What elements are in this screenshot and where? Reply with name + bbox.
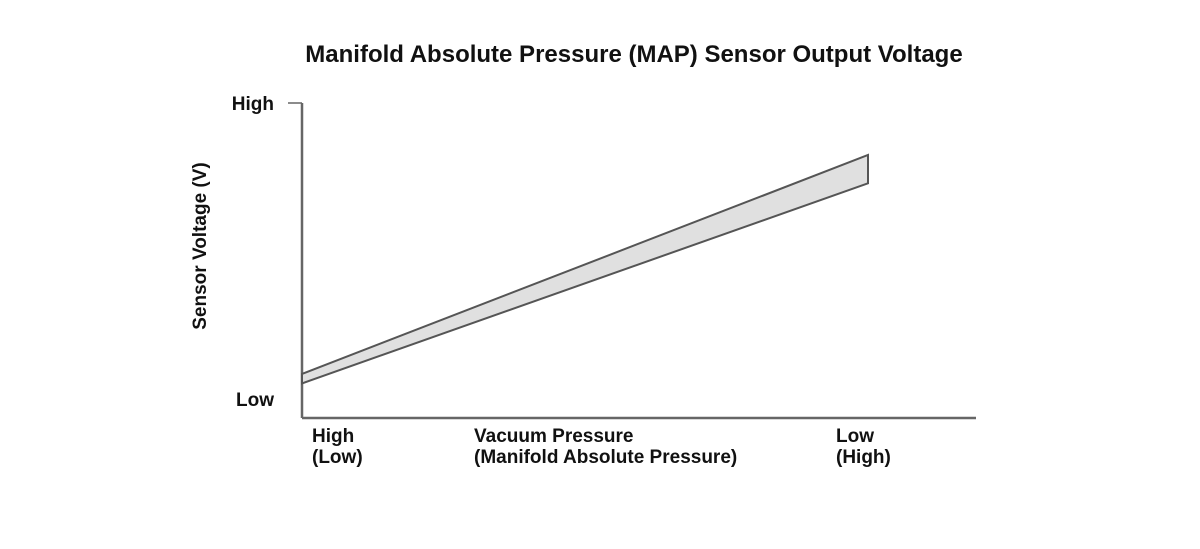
x-end-label-line1: Low	[836, 426, 874, 447]
x-start-label-line1: High	[312, 426, 354, 447]
x-start-label-line2: (Low)	[312, 447, 363, 468]
y-tick-label-low: Low	[236, 390, 274, 411]
y-tick-label-high: High	[232, 94, 274, 115]
x-axis-label-line2: (Manifold Absolute Pressure)	[474, 447, 737, 468]
x-end-label-line2: (High)	[836, 447, 891, 468]
y-axis: High Low Sensor Voltage (V)	[190, 94, 304, 418]
voltage-band-series-0	[301, 153, 869, 385]
x-axis: High (Low) Vacuum Pressure (Manifold Abs…	[302, 416, 976, 468]
x-axis-label-line1: Vacuum Pressure	[474, 426, 633, 447]
y-axis-label: Sensor Voltage (V)	[190, 162, 211, 330]
chart-title: Manifold Absolute Pressure (MAP) Sensor …	[305, 41, 962, 68]
plot-area	[301, 153, 869, 385]
